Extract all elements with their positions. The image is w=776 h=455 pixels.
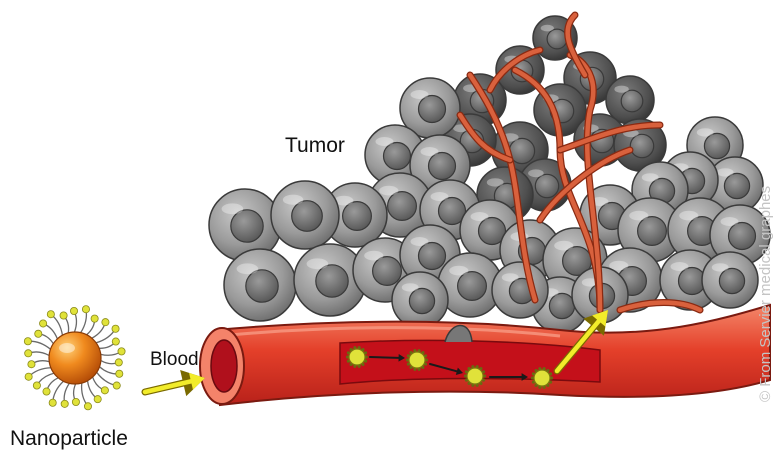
ligand-head bbox=[25, 373, 32, 380]
ligand-head bbox=[112, 338, 119, 345]
ligand-head bbox=[84, 403, 91, 410]
nanoparticle-illustration bbox=[24, 306, 125, 410]
tumor-mass bbox=[209, 16, 770, 333]
credit-watermark: © From Servier medical graphes bbox=[757, 186, 774, 402]
particle-core bbox=[349, 349, 365, 365]
ligand-head bbox=[70, 307, 77, 314]
ligand-head bbox=[82, 306, 89, 313]
ligand-head bbox=[72, 398, 79, 405]
tumor-cell bbox=[224, 249, 296, 321]
ligand-head bbox=[118, 348, 125, 355]
ligand-head bbox=[47, 311, 54, 318]
ligand-head bbox=[101, 387, 108, 394]
tumor-cell bbox=[492, 262, 548, 318]
tumor-label: Tumor bbox=[285, 134, 345, 158]
ligand-head bbox=[24, 338, 31, 345]
tumor-cell bbox=[271, 181, 339, 249]
blood-vessel bbox=[145, 305, 770, 405]
ligand-head bbox=[94, 396, 101, 403]
particle-core bbox=[534, 370, 550, 386]
ligand-head bbox=[49, 399, 56, 406]
particle-core bbox=[467, 368, 483, 384]
ligand-head bbox=[102, 319, 109, 326]
ligand-head bbox=[113, 382, 120, 389]
ligand-head bbox=[43, 388, 50, 395]
ligand-head bbox=[61, 400, 68, 407]
ligand-head bbox=[112, 325, 119, 332]
tumor-cell bbox=[392, 272, 448, 328]
ligand-head bbox=[60, 312, 67, 319]
ligand-head bbox=[40, 320, 47, 327]
ligand-head bbox=[25, 350, 32, 357]
ligand-head bbox=[28, 361, 35, 368]
ligand-head bbox=[91, 315, 98, 322]
ligand-head bbox=[115, 359, 122, 366]
nanoparticle-shine bbox=[59, 343, 75, 353]
ligand-head bbox=[35, 330, 42, 337]
vessel-opening-lumen bbox=[211, 340, 237, 392]
ligand-head bbox=[116, 370, 123, 377]
tumor-cell bbox=[702, 252, 758, 308]
blood-label: Blood bbox=[150, 349, 199, 371]
particle-core bbox=[409, 352, 425, 368]
ligand-head bbox=[33, 382, 40, 389]
nanoparticle-label: Nanoparticle bbox=[10, 427, 128, 451]
nanoparticle-core bbox=[49, 332, 101, 384]
